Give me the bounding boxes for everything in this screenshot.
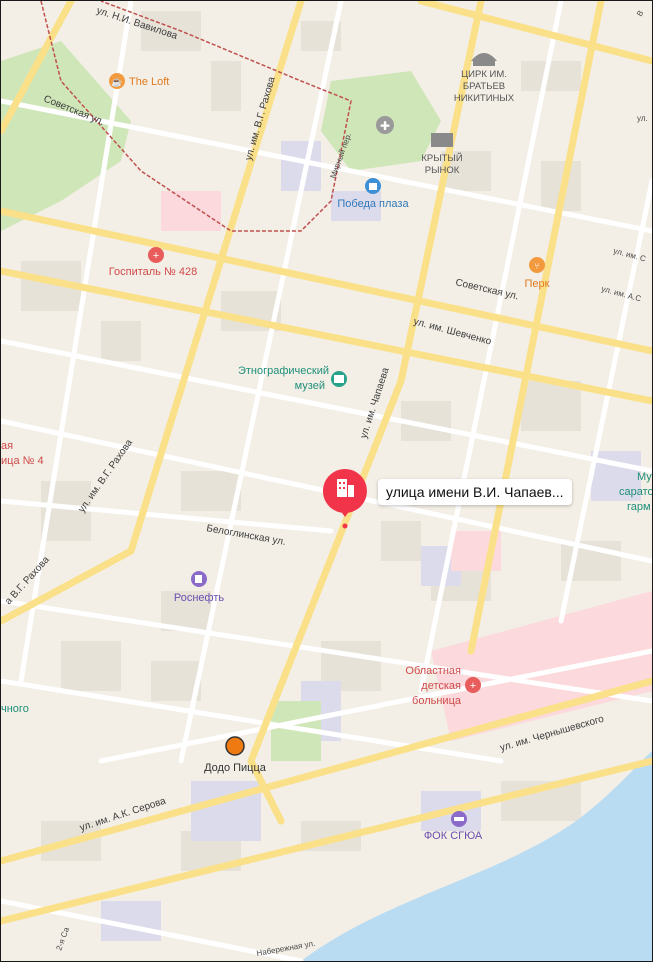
- svg-text:⑂: ⑂: [534, 261, 539, 271]
- poi-perk[interactable]: ⑂ Перк: [525, 257, 550, 290]
- poi-label: РЫНОК: [425, 165, 460, 176]
- poi-label: БРАТЬЕВ: [463, 81, 505, 92]
- selected-place-pin[interactable]: [322, 469, 367, 529]
- poi-rosneft[interactable]: Роснефть: [174, 571, 225, 604]
- volga-river: [301, 751, 652, 961]
- poi-label: НИКИТИНЫХ: [454, 93, 515, 104]
- poi-edge-sarat: сарато: [619, 486, 652, 498]
- svg-text:+: +: [470, 680, 476, 692]
- poi-edge-hospital-l2: ица № 4: [1, 455, 44, 467]
- poi-label: Перк: [525, 278, 550, 290]
- poi-label: музей: [295, 380, 325, 392]
- poi-pobeda-plaza[interactable]: Победа плаза: [337, 178, 409, 210]
- market-icon: [431, 133, 453, 147]
- tram-line: [40, 1, 352, 232]
- circus-icon: [471, 53, 497, 61]
- selected-place-label[interactable]: улица имени В.И. Чапаев...: [378, 479, 572, 505]
- restaurant-icon: [529, 257, 545, 273]
- cafe-icon: [109, 73, 125, 89]
- poi-edge-garm: гарм: [627, 501, 651, 513]
- poi-label: Роснефть: [174, 592, 225, 604]
- poi-label: Этнографический: [238, 365, 329, 377]
- poi-label: The Loft: [129, 76, 169, 88]
- poi-ethnographic-museum[interactable]: Этнографический музей: [238, 365, 347, 392]
- poi-market[interactable]: КРЫТЫЙ РЫНОК: [421, 133, 463, 176]
- poi-childrens-hospital[interactable]: Областная детская больница +: [405, 665, 481, 707]
- poi-label: больница: [412, 695, 462, 707]
- church-icon: [376, 116, 394, 134]
- building-blocks: [21, 11, 621, 871]
- poi-church[interactable]: ✚: [376, 116, 394, 134]
- major-roads: [1, 1, 652, 925]
- poi-circus[interactable]: ЦИРК ИМ. БРАТЬЕВ НИКИТИНЫХ: [454, 53, 515, 104]
- poi-label: Областная: [405, 665, 461, 677]
- street-edge-v: В: [635, 9, 645, 18]
- svg-text:✚: ✚: [380, 119, 390, 133]
- street-edge-ul: ул.: [637, 114, 648, 123]
- poi-label: ЦИРК ИМ.: [461, 69, 507, 80]
- poi-edge-nnogo: чного: [1, 703, 29, 715]
- svg-text:+: +: [153, 250, 159, 262]
- svg-text:☕: ☕: [111, 76, 122, 87]
- poi-label: Додо Пицца: [204, 762, 267, 774]
- poi-label: Победа плаза: [337, 198, 409, 210]
- poi-edge-hospital-l1: ая: [1, 440, 13, 452]
- building-icon: [337, 479, 354, 497]
- hospital-icon: [465, 677, 481, 693]
- poi-label: КРЫТЫЙ: [421, 152, 462, 164]
- poi-edge-mu: Му: [637, 471, 652, 483]
- poi-dodo-pizza[interactable]: Додо Пицца: [204, 736, 267, 774]
- poi-label: Госпиталь № 428: [109, 266, 197, 278]
- poi-label: ФОК СГЮА: [424, 830, 483, 842]
- pizza-icon: [225, 736, 245, 756]
- poi-label: детская: [421, 680, 461, 692]
- poi-hospital-428[interactable]: + Госпиталь № 428: [109, 247, 197, 278]
- hospital-icon: [148, 247, 164, 263]
- poi-the-loft[interactable]: ☕ The Loft: [109, 73, 169, 89]
- poi-fok-sgyua[interactable]: ФОК СГЮА: [424, 811, 483, 842]
